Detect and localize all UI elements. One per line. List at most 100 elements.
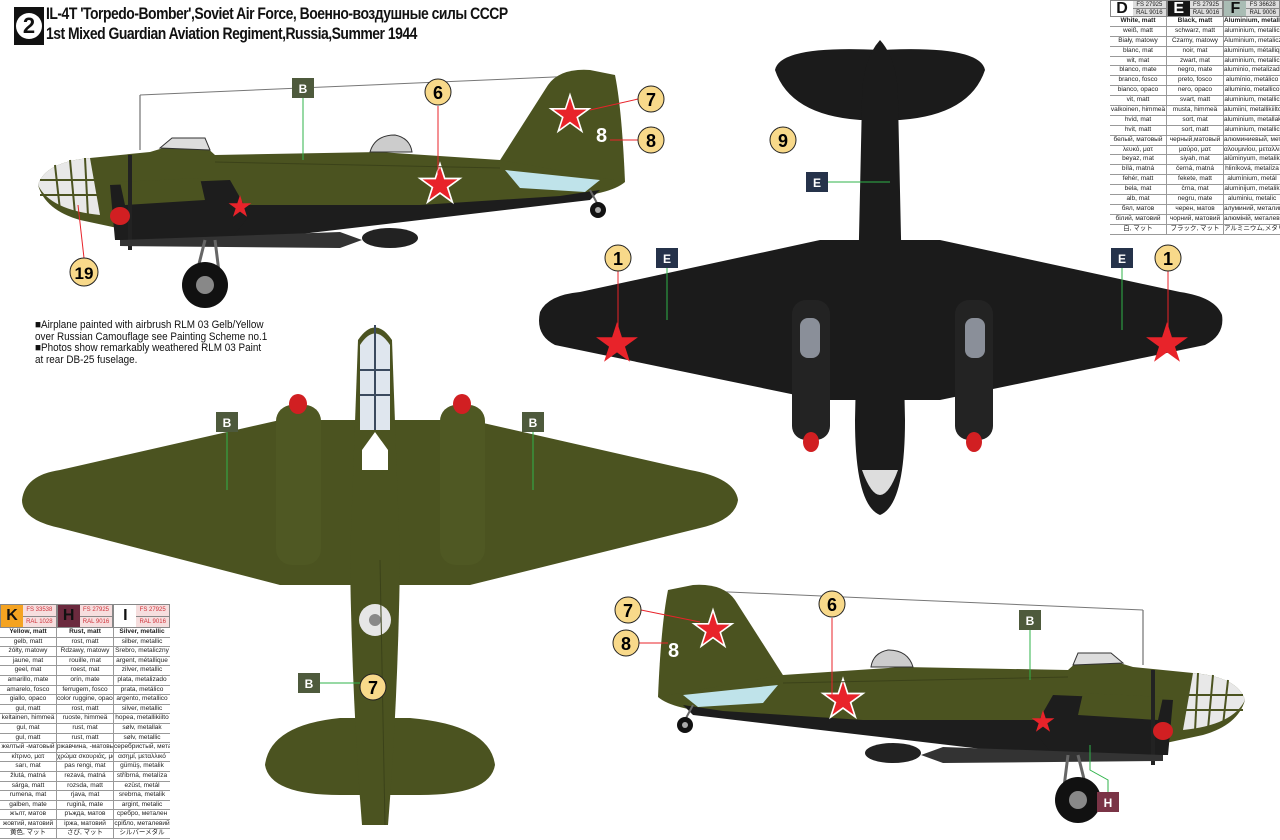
tail-number-marking: 8 [596,125,607,147]
paint-name-cell: bílá, matná [1121,165,1155,173]
paint-name-cell: ブラック, マット [1166,224,1223,234]
paint-name-cell: aluminium, metallic [1223,26,1280,36]
paint-name-cell: Silver, metallic [113,628,170,637]
paint-name-cell: aluminio, metalizado [1223,66,1280,76]
paint-name-cell: іржа, матовий [56,819,113,829]
paint-name-cell: geel, mat [14,666,42,674]
paint-name-cell: blanc, mat [1123,46,1153,54]
paint-name-cell: plata, metalizado [113,675,170,685]
paint-name-cell: ruoste, himmeä [56,714,113,723]
paint-name-cell: alumínio, metálico [1223,76,1280,86]
callout-label: 6 [827,595,837,615]
paint-name-cell: argint, metalic [113,800,170,810]
paint-name-cell: weiß, matt [1123,26,1153,34]
paint-name-cell: ржавчина, -матовый [56,743,113,752]
paint-name-cell: nero, opaco [1166,86,1223,96]
paint-name-cell: musta, himmeä [1166,106,1223,115]
paint-name-cell: rjava, mat [56,791,113,800]
paint-name-cell: sort, matt [1166,125,1223,135]
paint-name-cell: argent, métallique [113,656,170,666]
fs-code: FS 27925 [79,605,113,617]
color-box-b [292,78,314,98]
paint-name-cell: fehér, matt [1122,175,1154,183]
paint-name-cell: hvid, mat [1124,115,1152,123]
paint-name-cell: черен, матов [1166,204,1223,214]
paint-name-cell: ръжда, матов [56,810,113,819]
paint-name-cell: amarillo, mate [7,675,49,683]
paint-name-cell: hvit, matt [1124,125,1152,133]
paint-name-cell: vit, matt [1126,96,1150,104]
paint-name-cell: aluminiu, metalic [1223,195,1280,204]
paint-name-cell: alüminyum, metalik [1223,155,1280,165]
scheme-number: 2 [16,13,42,39]
paint-name-cell: bela, mat [1124,185,1152,193]
paint-name-cell: さび, マット [56,829,113,839]
callout-label: B [305,677,314,691]
paint-name-cell: жълт, матов [9,810,47,818]
paint-name-cell: prata, metálico [113,685,170,695]
paint-name-cell: sølv, metallic [113,733,170,743]
paint-name-cell: černá, matná [1166,165,1223,175]
paint-name-cell: giallo, opaco [9,695,47,703]
callout-label: 6 [433,83,443,103]
paint-name-cell: alluminio, metallico [1223,86,1280,96]
top-plan-view [22,325,738,826]
paint-name-cell: żółty, matowy [8,647,48,655]
paint-name-cell: сребро, метален [113,810,170,819]
paint-name-cell: aluminium, metallic [1223,96,1280,106]
paint-name-cell: zilver, metallic [113,666,170,675]
paint-name-cell: Czarny, matowy [1166,36,1223,46]
paint-name-cell: Black, matt [1166,17,1223,26]
paint-name-cell: aluminium, metallak [1223,115,1280,125]
callout-label: 19 [75,264,94,283]
fs-code: FS 27925 [136,605,170,617]
paint-name-cell: zwart, mat [1166,56,1223,66]
paint-name-cell: rust, mat [56,723,113,733]
note-line: over Russian Camouflage see Painting Sch… [35,330,268,343]
color-letter-swatch: F [1224,0,1247,17]
callout-label: 1 [1163,249,1173,269]
callout-label: 7 [646,90,656,110]
paint-name-cell: preto, fosco [1166,76,1223,86]
paint-name-cell: білий, матовий [1115,214,1161,222]
paint-name-cell: aluminium, métallique [1223,46,1280,56]
paint-name-cell: 黄色, マット [9,829,47,837]
paint-name-cell: μαύρο, ματ [1166,145,1223,155]
callout-label: 8 [646,131,656,151]
paint-name-cell: sarı, mat [15,762,41,770]
paint-name-cell: argento, metallico [113,695,170,704]
paint-name-cell: белый, матовый [1113,135,1163,143]
paint-name-cell: White, matt [1120,17,1156,24]
paint-name-cell: srebrna, metalik [113,791,170,800]
title-line-2: 1st Mixed Guardian Aviation Regiment,Rus… [46,24,417,43]
color-letter-swatch: H [57,605,80,627]
paint-name-cell: žlutá, matná [10,771,46,779]
paint-name-cell: aluminium, metallic [1223,56,1280,66]
paint-name-cell: alb, mat [1126,195,1150,203]
paint-name-cell: ruginā, mate [56,800,113,810]
paint-name-cell: gelb, matt [13,637,43,645]
paint-name-cell: silber, metallic [113,637,170,647]
